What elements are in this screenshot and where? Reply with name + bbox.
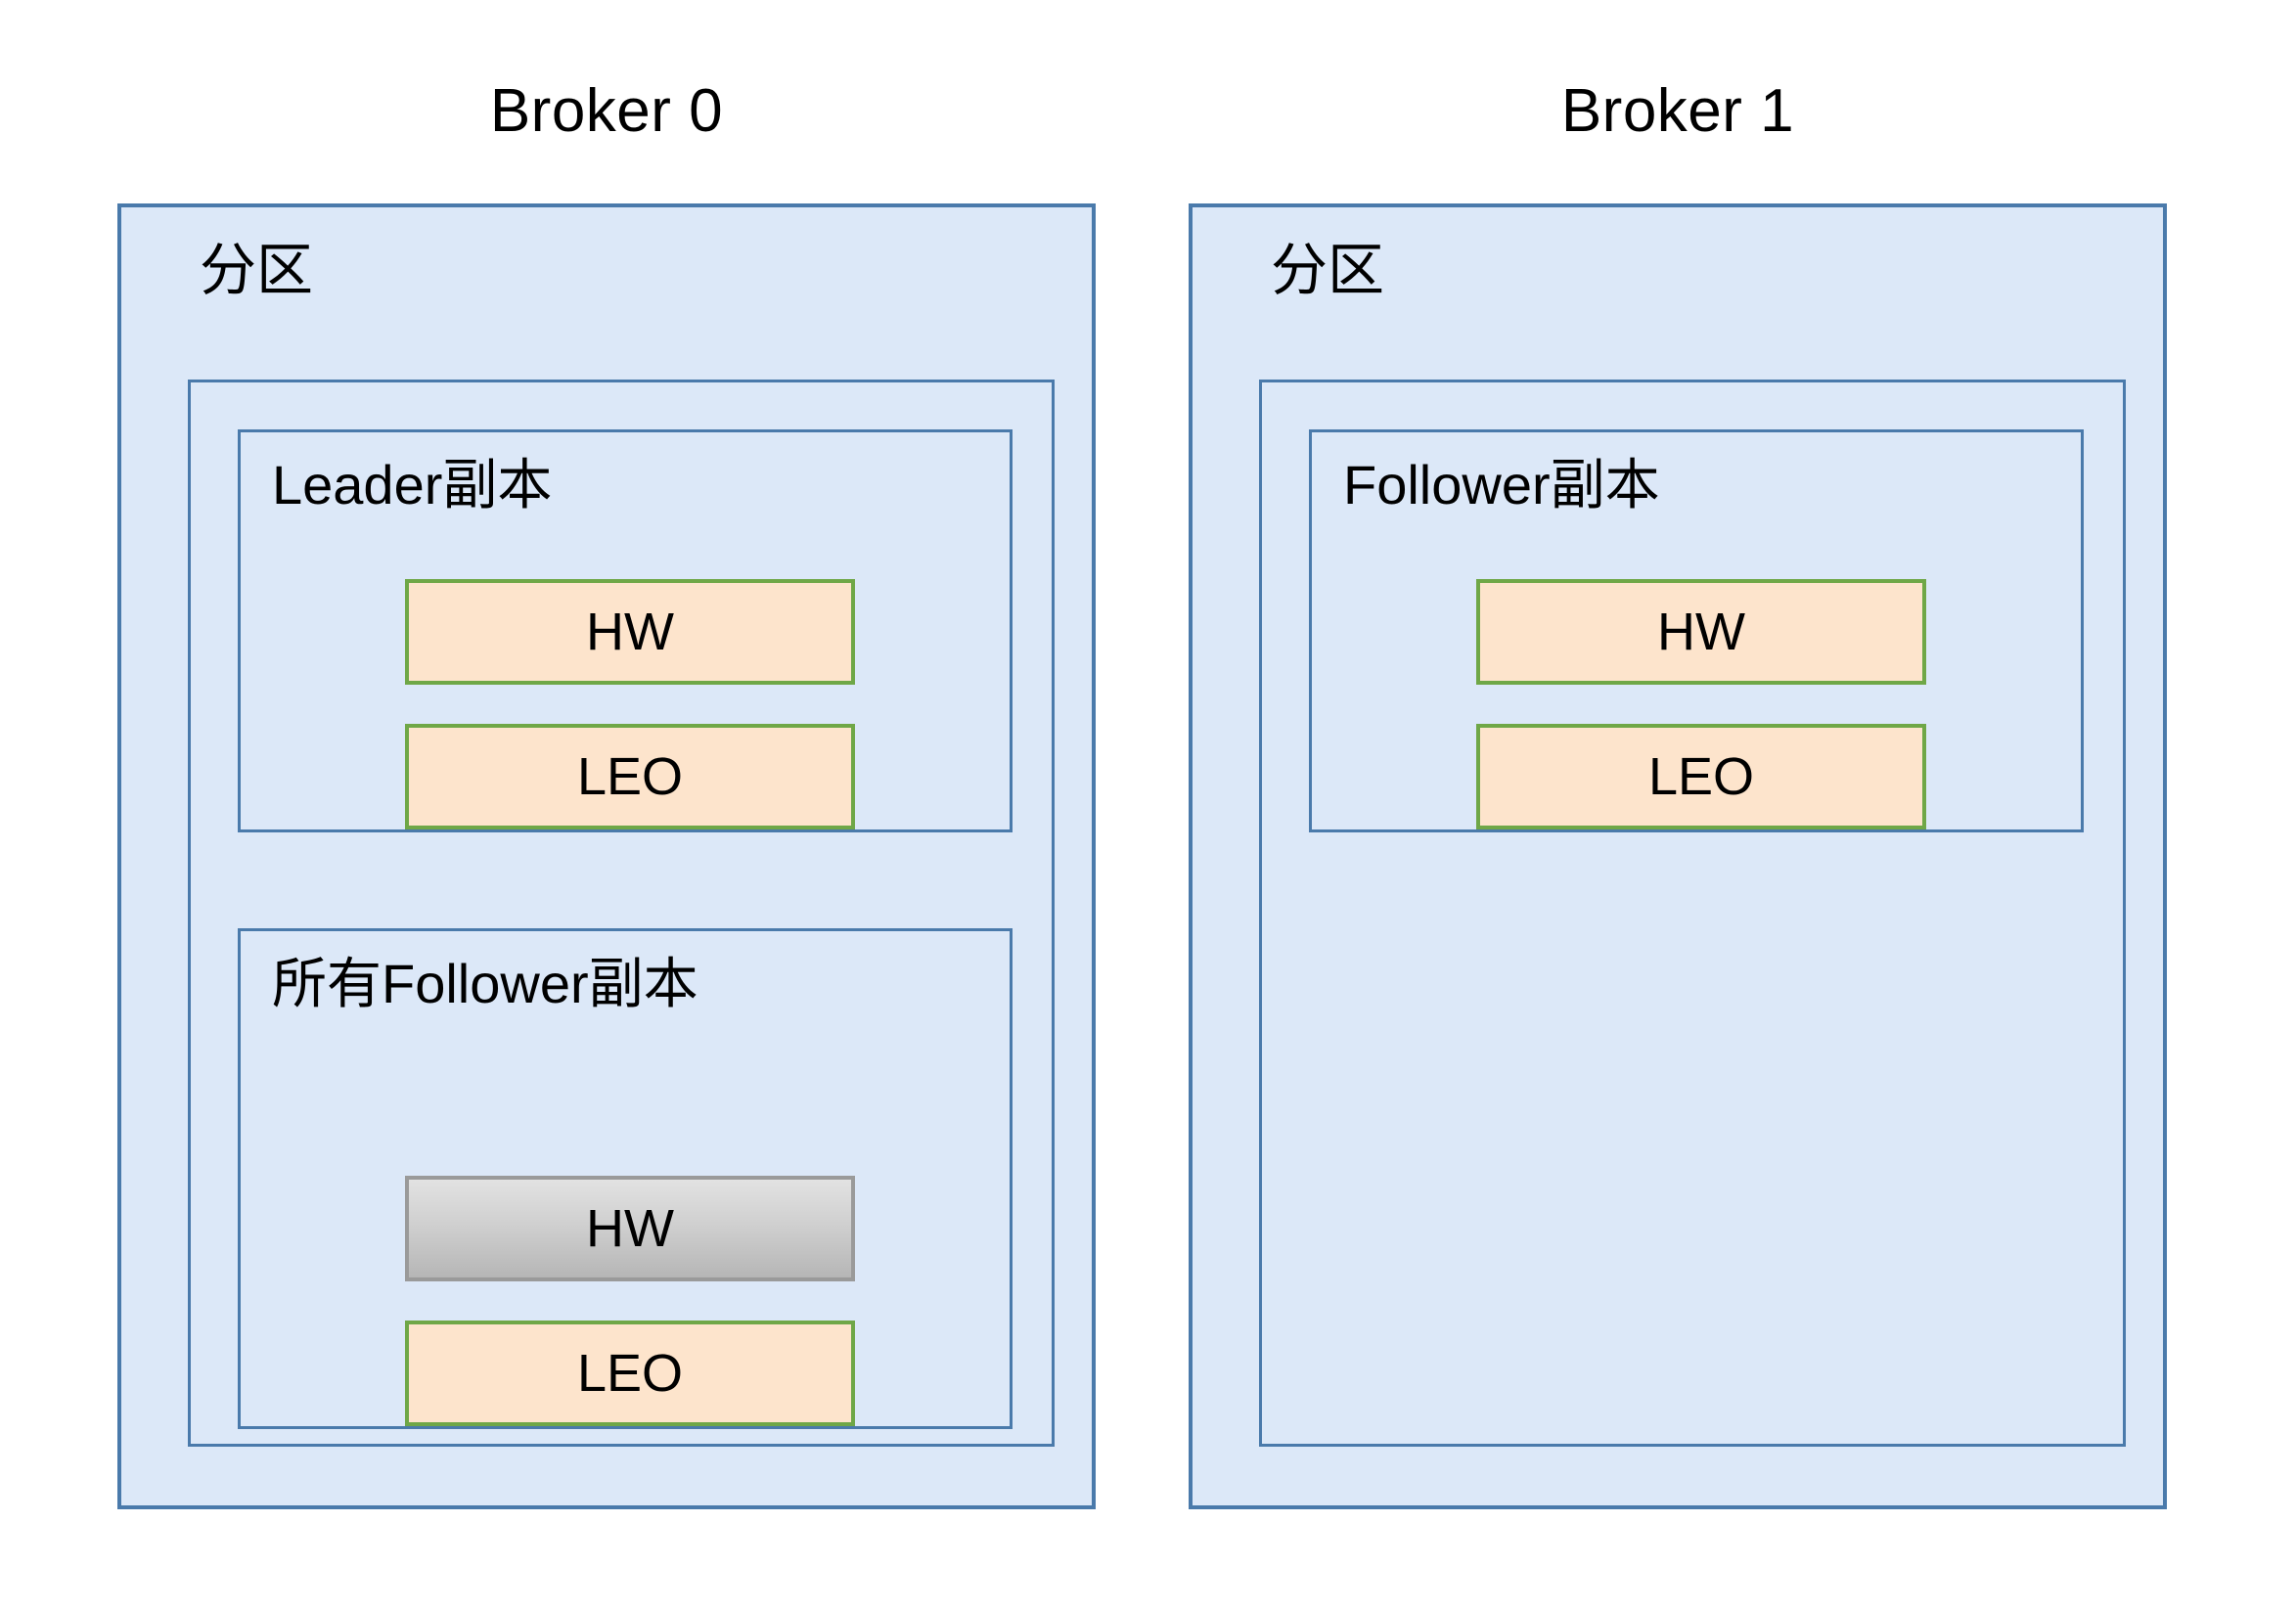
broker-column-1: Broker 1 分区 Follower副本 HW LEO [1189, 0, 2167, 1612]
partition-box-0: Leader副本 HW LEO 所有Follower副本 HW LEO [188, 380, 1055, 1447]
partition-label-0: 分区 [200, 239, 314, 302]
chip-follower-hw: HW [1476, 579, 1926, 685]
partition-box-1: Follower副本 HW LEO [1259, 380, 2126, 1447]
partition-label-1: 分区 [1271, 239, 1385, 302]
replica-box-all-followers: 所有Follower副本 HW LEO [238, 928, 1013, 1429]
broker-title-0: Broker 0 [489, 77, 724, 145]
chip-leader-hw: HW [405, 579, 855, 685]
broker-box-1: 分区 Follower副本 HW LEO [1189, 203, 2167, 1509]
chip-all-followers-leo: LEO [405, 1321, 855, 1426]
replica-label-follower: Follower副本 [1343, 454, 1660, 515]
broker-title-1: Broker 1 [1560, 77, 1795, 145]
broker-box-0: 分区 Leader副本 HW LEO 所有Follower副本 HW LEO [117, 203, 1096, 1509]
chip-all-followers-hw: HW [405, 1176, 855, 1281]
replica-label-all-followers: 所有Follower副本 [272, 953, 698, 1014]
replica-box-leader: Leader副本 HW LEO [238, 429, 1013, 832]
chip-leader-leo: LEO [405, 724, 855, 829]
broker-column-0: Broker 0 分区 Leader副本 HW LEO 所有Follower副本… [117, 0, 1096, 1612]
chip-follower-leo: LEO [1476, 724, 1926, 829]
replica-box-follower: Follower副本 HW LEO [1309, 429, 2084, 832]
replica-label-leader: Leader副本 [272, 454, 553, 515]
